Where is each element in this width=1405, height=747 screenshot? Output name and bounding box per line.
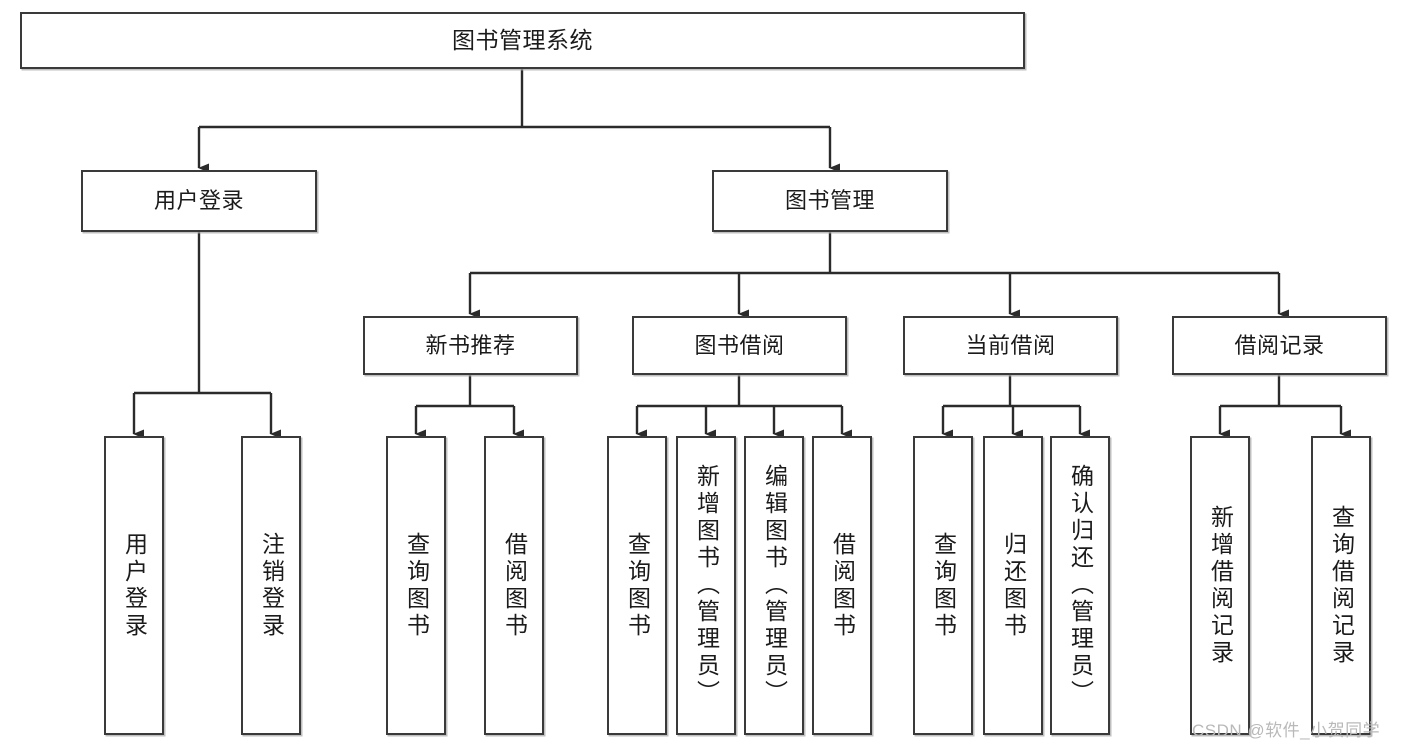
node-leaf-confirm-return[interactable]: 确认归还（管理员）: [1050, 436, 1110, 735]
node-leaf-return-book[interactable]: 归还图书: [983, 436, 1043, 735]
node-label: 当前借阅: [965, 332, 1056, 358]
node-root-图书管理系统[interactable]: 图书管理系统: [20, 12, 1025, 69]
node-label: 新增借阅记录: [1207, 504, 1234, 667]
connector-group: [132, 69, 1351, 439]
node-label: 借阅记录: [1234, 332, 1325, 358]
node-label: 确认归还（管理员）: [1067, 464, 1094, 707]
node-leaf-edit-book[interactable]: 编辑图书（管理员）: [744, 436, 804, 735]
node-leaf-borrow-book-1[interactable]: 借阅图书: [484, 436, 544, 735]
node-label: 编辑图书（管理员）: [761, 464, 788, 707]
node-leaf-query-book-1[interactable]: 查询图书: [386, 436, 446, 735]
node-label: 新书推荐: [425, 332, 516, 358]
node-label: 注销登录: [258, 531, 285, 640]
node-label: 新增图书（管理员）: [693, 464, 720, 707]
node-borrow-record[interactable]: 借阅记录: [1172, 316, 1387, 375]
node-new-book-rec[interactable]: 新书推荐: [363, 316, 578, 375]
node-label: 查询图书: [930, 531, 957, 640]
csdn-watermark: CSDN @软件_小贺同学: [1192, 721, 1381, 740]
node-label: 查询图书: [624, 531, 651, 640]
node-label: 借阅图书: [829, 531, 856, 640]
node-leaf-add-record[interactable]: 新增借阅记录: [1190, 436, 1250, 735]
node-leaf-user-login[interactable]: 用户登录: [104, 436, 164, 735]
node-label: 图书管理系统: [452, 26, 593, 53]
node-current-borrow[interactable]: 当前借阅: [903, 316, 1118, 375]
node-label: 用户登录: [153, 188, 244, 214]
node-leaf-query-book-2[interactable]: 查询图书: [607, 436, 667, 735]
node-label: 借阅图书: [501, 531, 528, 640]
node-label: 图书管理: [784, 188, 875, 214]
node-book-borrow[interactable]: 图书借阅: [632, 316, 847, 375]
node-leaf-query-book-3[interactable]: 查询图书: [913, 436, 973, 735]
node-leaf-borrow-book-2[interactable]: 借阅图书: [812, 436, 872, 735]
node-leaf-query-record[interactable]: 查询借阅记录: [1311, 436, 1371, 735]
node-leaf-add-book[interactable]: 新增图书（管理员）: [676, 436, 736, 735]
node-leaf-logout[interactable]: 注销登录: [241, 436, 301, 735]
node-user-login[interactable]: 用户登录: [81, 170, 317, 232]
node-label: 归还图书: [1000, 531, 1027, 640]
node-book-manage[interactable]: 图书管理: [712, 170, 948, 232]
node-label: 用户登录: [121, 531, 148, 640]
node-label: 查询借阅记录: [1328, 504, 1355, 667]
node-label: 查询图书: [403, 531, 430, 640]
node-label: 图书借阅: [694, 332, 785, 358]
